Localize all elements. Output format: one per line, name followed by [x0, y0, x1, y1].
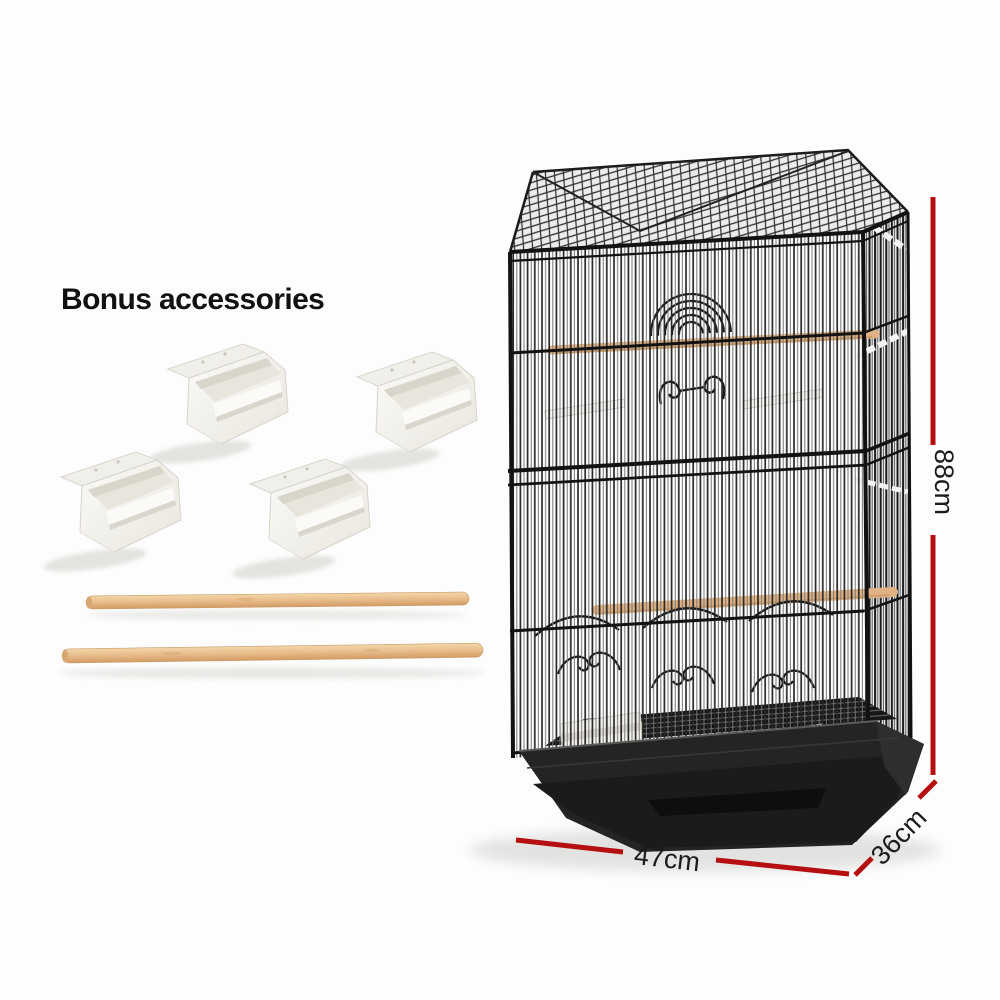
accessory-shadows [43, 440, 484, 679]
dimension-line-width [515, 837, 850, 877]
bonus-accessories-group [43, 343, 484, 679]
cage-top-mesh [508, 148, 909, 253]
cage-front-face [510, 232, 868, 758]
wooden-perch [85, 591, 470, 610]
bonus-accessories-title: Bonus accessories [61, 283, 325, 316]
height-dimension-label: 88cm [929, 449, 959, 516]
feeder-cup [167, 343, 289, 445]
feeder-cup [356, 351, 478, 453]
feeder-cup [249, 458, 371, 560]
dimension-line-depth [853, 779, 938, 877]
wooden-perch [61, 642, 484, 664]
cage-base-tray [518, 720, 924, 852]
dimension-lines [515, 197, 938, 877]
feeder-cup [60, 451, 182, 553]
bird-cage [470, 148, 940, 872]
